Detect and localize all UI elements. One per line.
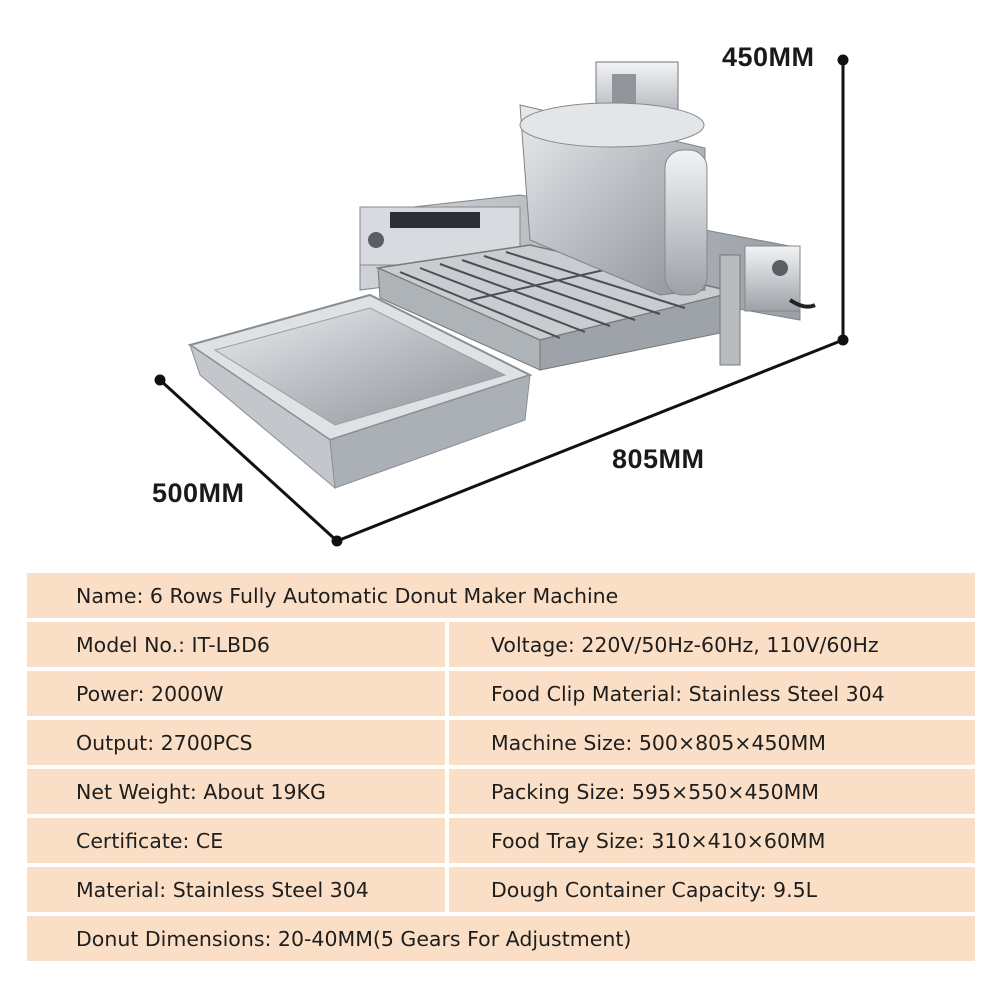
spec-output: Output: 2700PCS: [27, 720, 445, 765]
spec-material: Material: Stainless Steel 304: [27, 867, 445, 912]
spec-certificate: Certificate: CE: [27, 818, 445, 863]
width-dimension-label: 500MM: [152, 478, 245, 508]
spec-row: Model No.: IT-LBD6 Voltage: 220V/50Hz-60…: [27, 622, 975, 667]
food-tray: [187, 293, 533, 490]
donut-machine-illustration: [154, 54, 849, 547]
spec-row: Power: 2000W Food Clip Material: Stainle…: [27, 671, 975, 716]
spec-food-tray-size: Food Tray Size: 310×410×60MM: [449, 818, 975, 863]
spec-voltage: Voltage: 220V/50Hz-60Hz, 110V/60Hz: [449, 622, 975, 667]
spec-model: Model No.: IT-LBD6: [27, 622, 445, 667]
spec-row: Donut Dimensions: 20-40MM(5 Gears For Ad…: [27, 916, 975, 961]
spec-row: Net Weight: About 19KG Packing Size: 595…: [27, 769, 975, 814]
spec-row: Output: 2700PCS Machine Size: 500×805×45…: [27, 720, 975, 765]
product-figure: 450MM 805MM 500MM: [152, 42, 849, 547]
spec-name: Name: 6 Rows Fully Automatic Donut Maker…: [27, 573, 975, 618]
spec-machine-size: Machine Size: 500×805×450MM: [449, 720, 975, 765]
spec-row: Name: 6 Rows Fully Automatic Donut Maker…: [27, 573, 975, 618]
fryer-bath: [375, 244, 736, 371]
spec-packing-size: Packing Size: 595×550×450MM: [449, 769, 975, 814]
spec-power: Power: 2000W: [27, 671, 445, 716]
dough-hopper: [519, 61, 741, 366]
length-dimension-label: 805MM: [612, 444, 705, 474]
spec-table: Name: 6 Rows Fully Automatic Donut Maker…: [27, 573, 975, 965]
dimension-lines: [154, 54, 849, 547]
height-dimension-label: 450MM: [722, 42, 815, 72]
spec-row: Material: Stainless Steel 304 Dough Cont…: [27, 867, 975, 912]
spec-food-clip: Food Clip Material: Stainless Steel 304: [449, 671, 975, 716]
spec-dough-capacity: Dough Container Capacity: 9.5L: [449, 867, 975, 912]
spec-net-weight: Net Weight: About 19KG: [27, 769, 445, 814]
spec-donut-dimensions: Donut Dimensions: 20-40MM(5 Gears For Ad…: [27, 916, 975, 961]
spec-row: Certificate: CE Food Tray Size: 310×410×…: [27, 818, 975, 863]
